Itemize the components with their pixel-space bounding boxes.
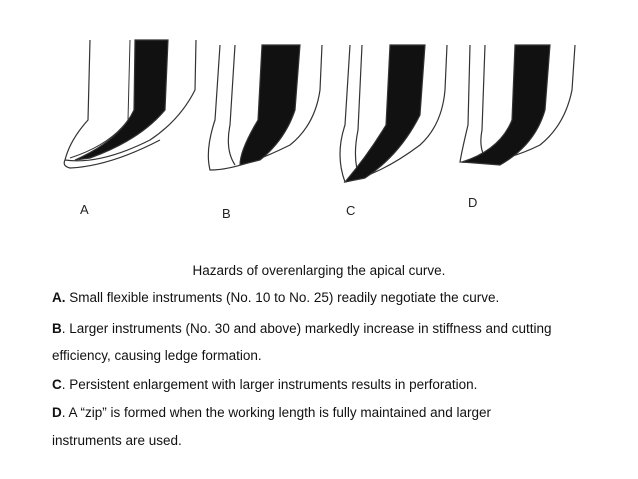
item-b-text-continued: efficiency, causing ledge formation.	[52, 348, 262, 363]
root-canal-illustration	[63, 39, 576, 183]
figure-label-d: D	[468, 195, 478, 210]
item-d-text: . A “zip” is formed when the working len…	[61, 405, 491, 420]
item-d-text-continued: instruments are used.	[52, 433, 182, 448]
item-b: B. Larger instruments (No. 30 and above)…	[52, 316, 612, 342]
figure-label-a: A	[80, 202, 89, 217]
tooth-c-drawing	[339, 44, 448, 183]
item-c: C. Persistent enlargement with larger in…	[52, 372, 612, 398]
item-d: D. A “zip” is formed when the working le…	[52, 400, 612, 426]
item-a: A. Small flexible instruments (No. 10 to…	[52, 285, 612, 311]
figure-caption: Hazards of overenlarging the apical curv…	[192, 263, 446, 278]
item-d-letter: D	[52, 405, 62, 420]
item-c-text: . Persistent enlargement with larger ins…	[61, 377, 478, 392]
item-b-continued: efficiency, causing ledge formation.	[52, 343, 612, 369]
figure-label-c: C	[346, 203, 356, 218]
item-b-text: . Larger instruments (No. 30 and above) …	[61, 321, 552, 336]
item-b-letter: B	[52, 321, 62, 336]
item-a-letter: A.	[52, 290, 66, 305]
figure-label-b: B	[222, 206, 231, 221]
item-d-continued: instruments are used.	[52, 428, 612, 454]
item-c-letter: C	[52, 377, 62, 392]
item-a-text: Small flexible instruments (No. 10 to No…	[65, 290, 500, 305]
tooth-b-drawing	[207, 44, 323, 171]
tooth-a-drawing	[63, 39, 197, 169]
tooth-d-drawing	[459, 44, 576, 166]
